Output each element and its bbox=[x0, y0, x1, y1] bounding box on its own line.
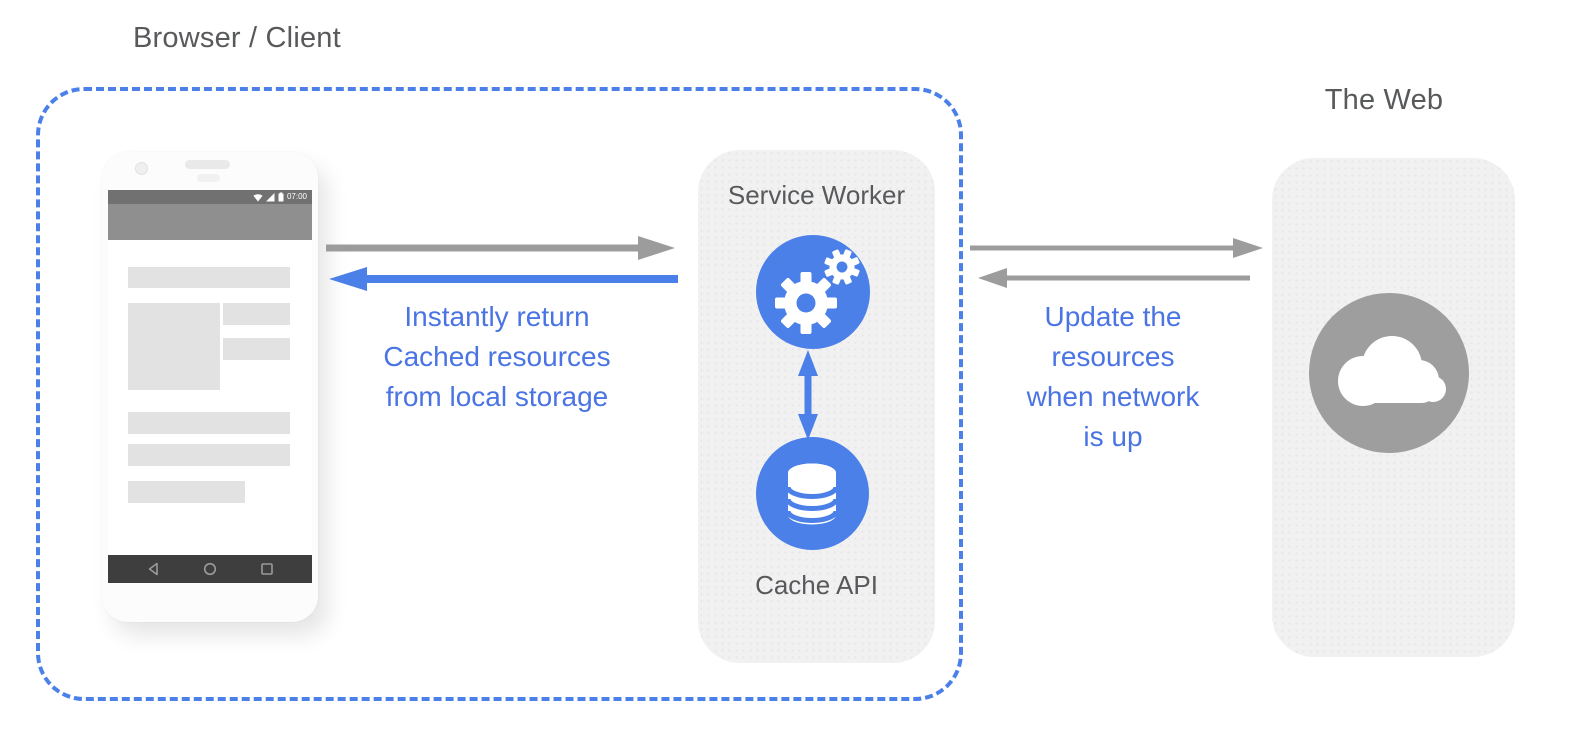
placeholder-bar bbox=[128, 444, 290, 466]
phone-nav-bar bbox=[108, 555, 312, 583]
phone-sensor bbox=[197, 174, 220, 182]
response-from-web-arrow bbox=[978, 268, 1250, 288]
phone-mockup: 07:00 bbox=[102, 152, 318, 622]
note-line: is up bbox=[1083, 421, 1143, 452]
database-icon bbox=[785, 463, 839, 525]
phone-camera-icon bbox=[135, 162, 148, 175]
service-worker-panel: Service Worker bbox=[698, 150, 935, 663]
phone-app-bar bbox=[108, 204, 312, 240]
update-resources-note: Update the resources when network is up bbox=[998, 297, 1228, 457]
service-worker-title: Service Worker bbox=[727, 180, 906, 210]
status-time: 07:00 bbox=[286, 192, 307, 201]
cache-api-badge bbox=[756, 437, 869, 550]
phone-screen: 07:00 bbox=[108, 190, 312, 583]
browser-client-boundary bbox=[36, 87, 963, 701]
placeholder-image-block bbox=[128, 303, 220, 390]
recents-icon bbox=[261, 563, 273, 575]
cellular-icon bbox=[265, 192, 275, 201]
note-line: resources bbox=[1051, 341, 1175, 372]
request-to-service-worker-arrow bbox=[326, 236, 675, 260]
placeholder-bar bbox=[128, 412, 290, 434]
note-line: Instantly return bbox=[404, 301, 590, 332]
cloud-icon bbox=[1338, 336, 1446, 406]
the-web-label: The Web bbox=[1324, 84, 1444, 116]
cached-resources-note: Instantly return Cached resources from l… bbox=[372, 297, 622, 417]
note-line: Cached resources bbox=[383, 341, 611, 372]
phone-speaker bbox=[185, 160, 230, 169]
home-icon bbox=[203, 562, 217, 576]
gears-icon bbox=[775, 249, 860, 334]
wifi-icon bbox=[253, 193, 263, 201]
placeholder-bar bbox=[128, 267, 290, 288]
the-web-panel bbox=[1272, 158, 1515, 657]
service-worker-badge bbox=[756, 235, 870, 349]
note-line: Update the bbox=[1044, 301, 1182, 332]
service-worker-cache-link-arrow bbox=[798, 350, 818, 440]
note-line: when network bbox=[1026, 381, 1200, 412]
placeholder-bar bbox=[223, 338, 290, 360]
back-icon bbox=[148, 562, 158, 576]
web-badge bbox=[1309, 293, 1469, 453]
phone-status-bar: 07:00 bbox=[108, 190, 312, 204]
placeholder-bar bbox=[223, 303, 290, 325]
cached-response-arrow bbox=[329, 267, 678, 291]
placeholder-bar bbox=[128, 481, 245, 503]
browser-client-label: Browser / Client bbox=[133, 22, 341, 54]
request-to-web-arrow bbox=[970, 238, 1263, 258]
cache-api-title: Cache API bbox=[755, 570, 878, 600]
battery-icon bbox=[278, 192, 284, 202]
note-line: from local storage bbox=[385, 381, 609, 412]
